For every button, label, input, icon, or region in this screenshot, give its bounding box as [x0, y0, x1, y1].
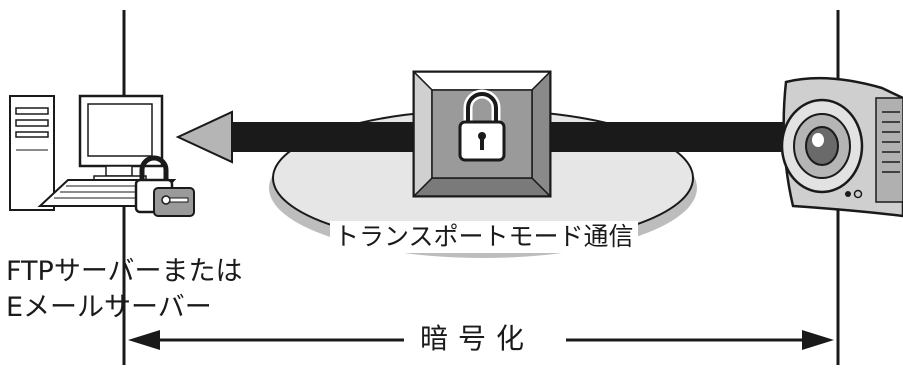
transport-mode-label: トランスポートモード通信 [330, 221, 638, 253]
server-label: FTPサーバーまたは Eメールサーバー [6, 254, 243, 326]
network-camera-icon [780, 76, 903, 218]
padlock-key-icon [134, 155, 195, 217]
arrow-left-icon [175, 110, 233, 164]
encryption-label: 暗号化 [414, 322, 541, 356]
padlock-icon [458, 89, 506, 162]
server-label-line2: Eメールサーバー [6, 292, 212, 323]
encryption-span-arrow [128, 330, 834, 350]
server-label-line1: FTPサーバーまたは [6, 256, 243, 287]
